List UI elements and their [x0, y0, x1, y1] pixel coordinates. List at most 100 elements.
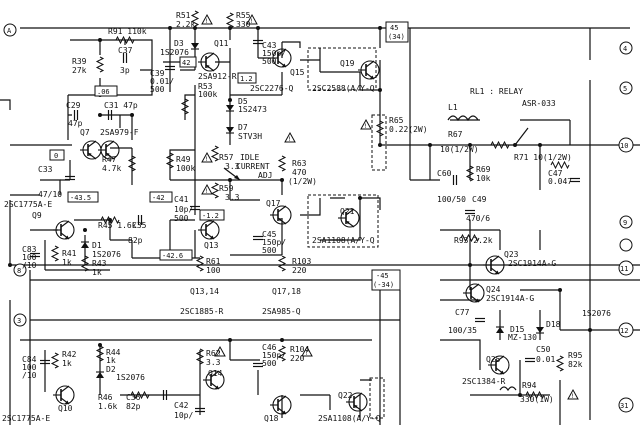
- capacitor-c50: [524, 357, 536, 363]
- svg-text:-1.2: -1.2: [202, 212, 219, 220]
- svg-text:0.01: 0.01: [536, 355, 555, 364]
- svg-text:42: 42: [182, 59, 190, 67]
- svg-text:2SC1384-R: 2SC1384-R: [462, 377, 506, 386]
- svg-text:C50: C50: [536, 345, 551, 354]
- node-9: 9: [619, 215, 633, 229]
- relay-contact: [514, 127, 529, 146]
- svg-text:R43: R43: [92, 259, 107, 268]
- svg-text:D5: D5: [238, 97, 248, 106]
- svg-text:3.3: 3.3: [225, 193, 240, 202]
- svg-text:150p/: 150p/: [262, 49, 286, 58]
- svg-text:150p/: 150p/: [262, 351, 286, 360]
- svg-text:C47: C47: [548, 169, 563, 178]
- svg-text:1k: 1k: [62, 359, 72, 368]
- node-unlabeled: [619, 238, 633, 252]
- svg-text:1.2: 1.2: [240, 75, 253, 83]
- diode-d5: [225, 104, 235, 112]
- svg-text:D18: D18: [546, 320, 561, 329]
- svg-text:CURRENT: CURRENT: [236, 162, 270, 171]
- svg-text:R47: R47: [102, 155, 117, 164]
- svg-text:Q24: Q24: [486, 285, 501, 294]
- svg-text:C77: C77: [455, 308, 470, 317]
- svg-text:Q21: Q21: [340, 207, 355, 216]
- svg-text:Q17: Q17: [266, 199, 281, 208]
- svg-text:C83: C83: [22, 245, 37, 254]
- svg-text:11: 11: [620, 265, 628, 273]
- svg-text:82p: 82p: [126, 402, 141, 411]
- svg-text:100: 100: [22, 253, 37, 262]
- svg-text:2SC1775A-E: 2SC1775A-E: [2, 414, 50, 423]
- svg-text:470: 470: [292, 168, 307, 177]
- svg-text:-45: -45: [376, 272, 389, 280]
- svg-text:C37: C37: [118, 46, 133, 55]
- svg-text:R94: R94: [522, 381, 537, 390]
- transistor-q17: [269, 205, 292, 225]
- svg-text:R49: R49: [176, 155, 191, 164]
- svg-text:2SC1885-R: 2SC1885-R: [180, 307, 224, 316]
- svg-text:-43.5: -43.5: [70, 194, 91, 202]
- svg-text:2SC1914A-G: 2SC1914A-G: [508, 259, 556, 268]
- svg-text:45: 45: [390, 24, 398, 32]
- svg-text:2SC2588(A/Y-Q: 2SC2588(A/Y-Q: [312, 84, 375, 93]
- svg-text:IDLE: IDLE: [240, 153, 259, 162]
- resistor-r71: [550, 161, 570, 169]
- node-12: 12: [618, 322, 634, 338]
- svg-text:D3: D3: [174, 39, 184, 48]
- svg-text:500: 500: [174, 214, 189, 223]
- svg-text:1S2076: 1S2076: [92, 250, 121, 259]
- diode-d3: [190, 42, 200, 50]
- resistor-r59: [211, 182, 219, 199]
- svg-text:-42: -42: [152, 194, 165, 202]
- svg-text:C33: C33: [38, 165, 53, 174]
- svg-text:2SA985-Q: 2SA985-Q: [262, 307, 301, 316]
- svg-text:C45: C45: [262, 230, 277, 239]
- svg-text:100: 100: [206, 266, 221, 275]
- svg-text:Q19: Q19: [340, 59, 355, 68]
- svg-text:220: 220: [290, 354, 305, 363]
- resistor-r63: [278, 155, 286, 172]
- svg-text:1k: 1k: [92, 268, 102, 277]
- resistor-r67: [490, 141, 510, 149]
- svg-text:Q22: Q22: [338, 391, 353, 400]
- svg-text:R45 1.6k: R45 1.6k: [98, 221, 137, 230]
- svg-text:47/10: 47/10: [38, 190, 62, 199]
- node-8: 8: [13, 263, 27, 277]
- svg-text:31: 31: [620, 402, 628, 410]
- svg-text:C41: C41: [174, 195, 189, 204]
- svg-text:R44: R44: [106, 348, 121, 357]
- svg-text:1S2473: 1S2473: [238, 105, 267, 114]
- svg-text:R42: R42: [62, 350, 77, 359]
- svg-text:500: 500: [262, 57, 277, 66]
- svg-text:R57: R57: [219, 153, 234, 162]
- node-A: A: [3, 23, 17, 37]
- svg-text:Q17,18: Q17,18: [272, 287, 301, 296]
- svg-text:470/6: 470/6: [466, 214, 490, 223]
- svg-text:1S2076: 1S2076: [582, 309, 611, 318]
- node-3: 3: [13, 313, 27, 327]
- capacitor-c60: [452, 174, 458, 186]
- resistor-r41: [51, 245, 59, 262]
- svg-text:Q9: Q9: [32, 211, 42, 220]
- svg-text:1k: 1k: [106, 356, 116, 365]
- passive-components: [29, 10, 581, 413]
- svg-text:R67: R67: [448, 130, 463, 139]
- svg-text:C43: C43: [262, 41, 277, 50]
- svg-text:R63: R63: [292, 159, 307, 168]
- diode-d2: [95, 371, 105, 379]
- svg-text:2SA1108(A/Y-Q: 2SA1108(A/Y-Q: [318, 414, 381, 423]
- transistor-q9: [52, 220, 75, 240]
- svg-text:82p: 82p: [128, 236, 143, 245]
- resistor-r103: [278, 255, 286, 272]
- connector-nodes: A 8 3 4 5 10 9 11 12 31: [3, 23, 634, 413]
- svg-text:L1: L1: [448, 103, 458, 112]
- svg-text:Q11: Q11: [214, 39, 229, 48]
- svg-text:R103: R103: [292, 257, 311, 266]
- svg-text:3.3: 3.3: [225, 162, 240, 171]
- transistor-q10: [52, 385, 75, 405]
- svg-text:C29: C29: [66, 101, 81, 110]
- svg-text:2.2k: 2.2k: [176, 20, 195, 29]
- svg-text:/10: /10: [22, 261, 37, 270]
- warning-triangle-icon: [284, 132, 296, 144]
- svg-text:10p/: 10p/: [174, 411, 193, 420]
- node-5: 5: [619, 81, 633, 95]
